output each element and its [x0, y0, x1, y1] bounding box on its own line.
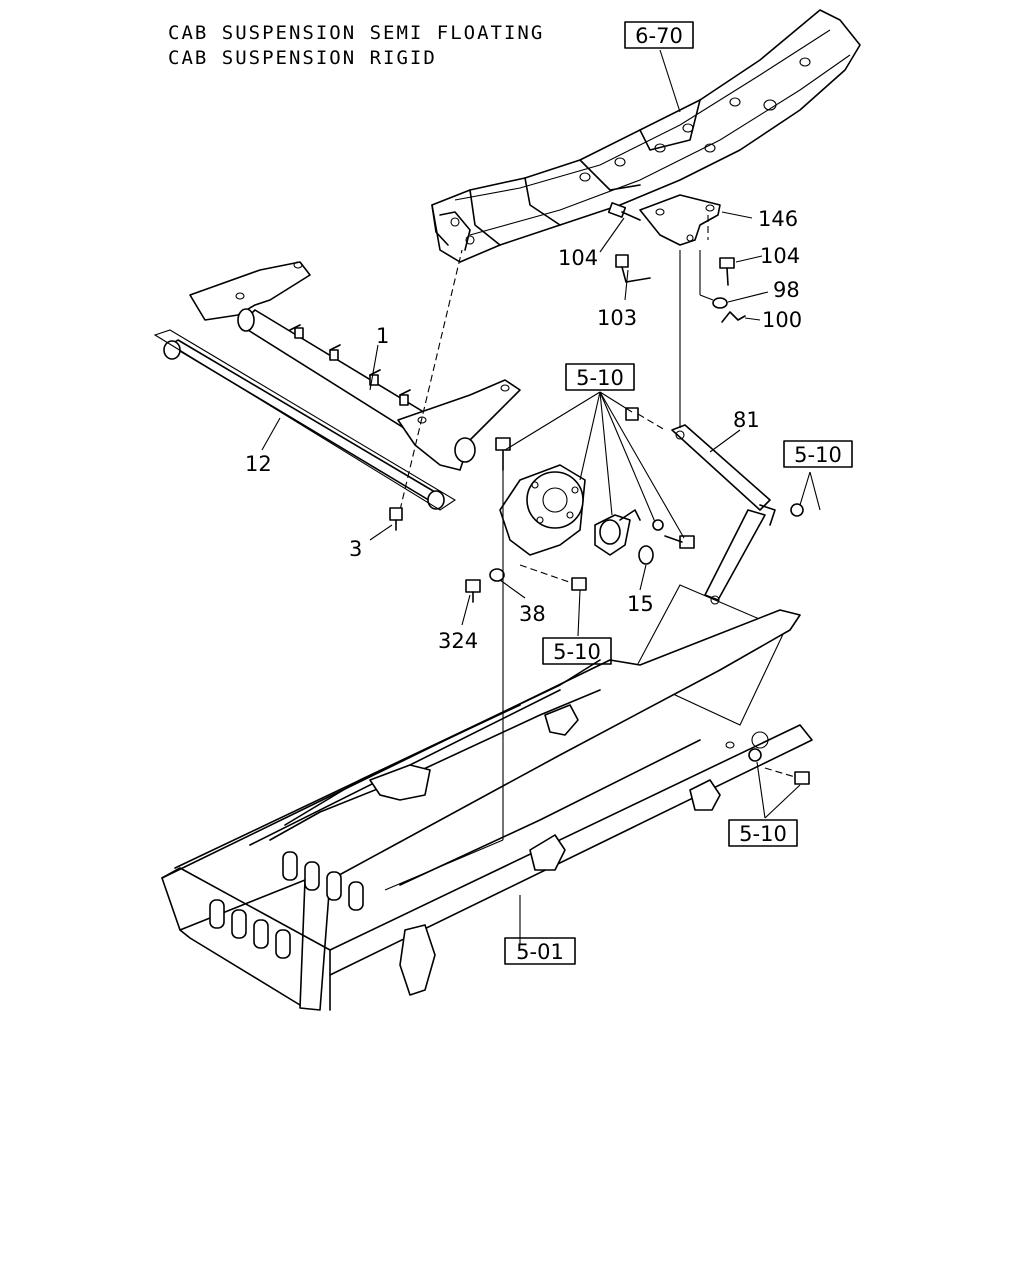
part-label-103: 103	[597, 306, 637, 330]
bolt-103	[615, 254, 651, 283]
bolt-324	[465, 579, 481, 603]
ref-box-5-10-bottom[interactable]: 5-10	[728, 819, 798, 847]
part-label-81: 81	[733, 408, 760, 432]
part-label-3: 3	[349, 537, 362, 561]
ref-5-10-lower-label: 5-10	[553, 640, 601, 664]
mount-assembly	[499, 464, 641, 556]
ref-box-6-70[interactable]: 6-70	[624, 21, 694, 49]
part-label-100: 100	[762, 308, 802, 332]
leader-lines	[261, 49, 821, 945]
bolt-lower-mount	[519, 564, 587, 591]
part-label-38: 38	[519, 602, 546, 626]
bolt-104-right	[719, 257, 735, 286]
bolt-right-mount	[652, 519, 695, 549]
washer-15	[638, 545, 654, 565]
bolt-top-mount	[495, 437, 511, 471]
part-label-98: 98	[773, 278, 800, 302]
upper-cab-rail	[431, 9, 861, 263]
part-label-104-right: 104	[760, 244, 800, 268]
bolt-3	[389, 507, 403, 531]
title-rigid: CAB SUSPENSION RIGID	[168, 47, 437, 69]
ref-5-01-label: 5-01	[516, 940, 564, 964]
part-label-104-left: 104	[558, 246, 598, 270]
ref-5-10-fastener	[790, 503, 804, 517]
part-label-1: 1	[376, 324, 389, 348]
ref-5-10-bottom-label: 5-10	[739, 822, 787, 846]
ref-box-5-10-right[interactable]: 5-10	[783, 440, 853, 468]
part-label-12: 12	[245, 452, 272, 476]
nut-38	[489, 568, 505, 582]
bolt-104-left	[607, 202, 641, 221]
ref-box-5-10-center[interactable]: 5-10	[565, 363, 635, 391]
title-semi-floating: CAB SUSPENSION SEMI FLOATING	[168, 22, 545, 44]
ref-5-10-center-label: 5-10	[576, 366, 624, 390]
part-label-15: 15	[627, 592, 654, 616]
link-81	[671, 424, 776, 605]
torsion-bar-12	[153, 329, 457, 511]
part-label-324: 324	[438, 629, 478, 653]
ref-box-5-01[interactable]: 5-01	[504, 937, 576, 965]
shield-plate	[631, 584, 786, 726]
ref-box-5-10-lower[interactable]: 5-10	[542, 637, 612, 665]
washer-98	[712, 297, 728, 309]
ref-5-10-right-label: 5-10	[794, 443, 842, 467]
cab-crossmember-1	[189, 261, 521, 471]
clip-100	[721, 311, 746, 323]
ref-6-70-label: 6-70	[635, 24, 683, 48]
bolt-upper-link	[625, 407, 666, 431]
chassis-frame	[161, 609, 813, 1011]
bracket-146	[639, 194, 721, 246]
part-label-146: 146	[758, 207, 798, 231]
